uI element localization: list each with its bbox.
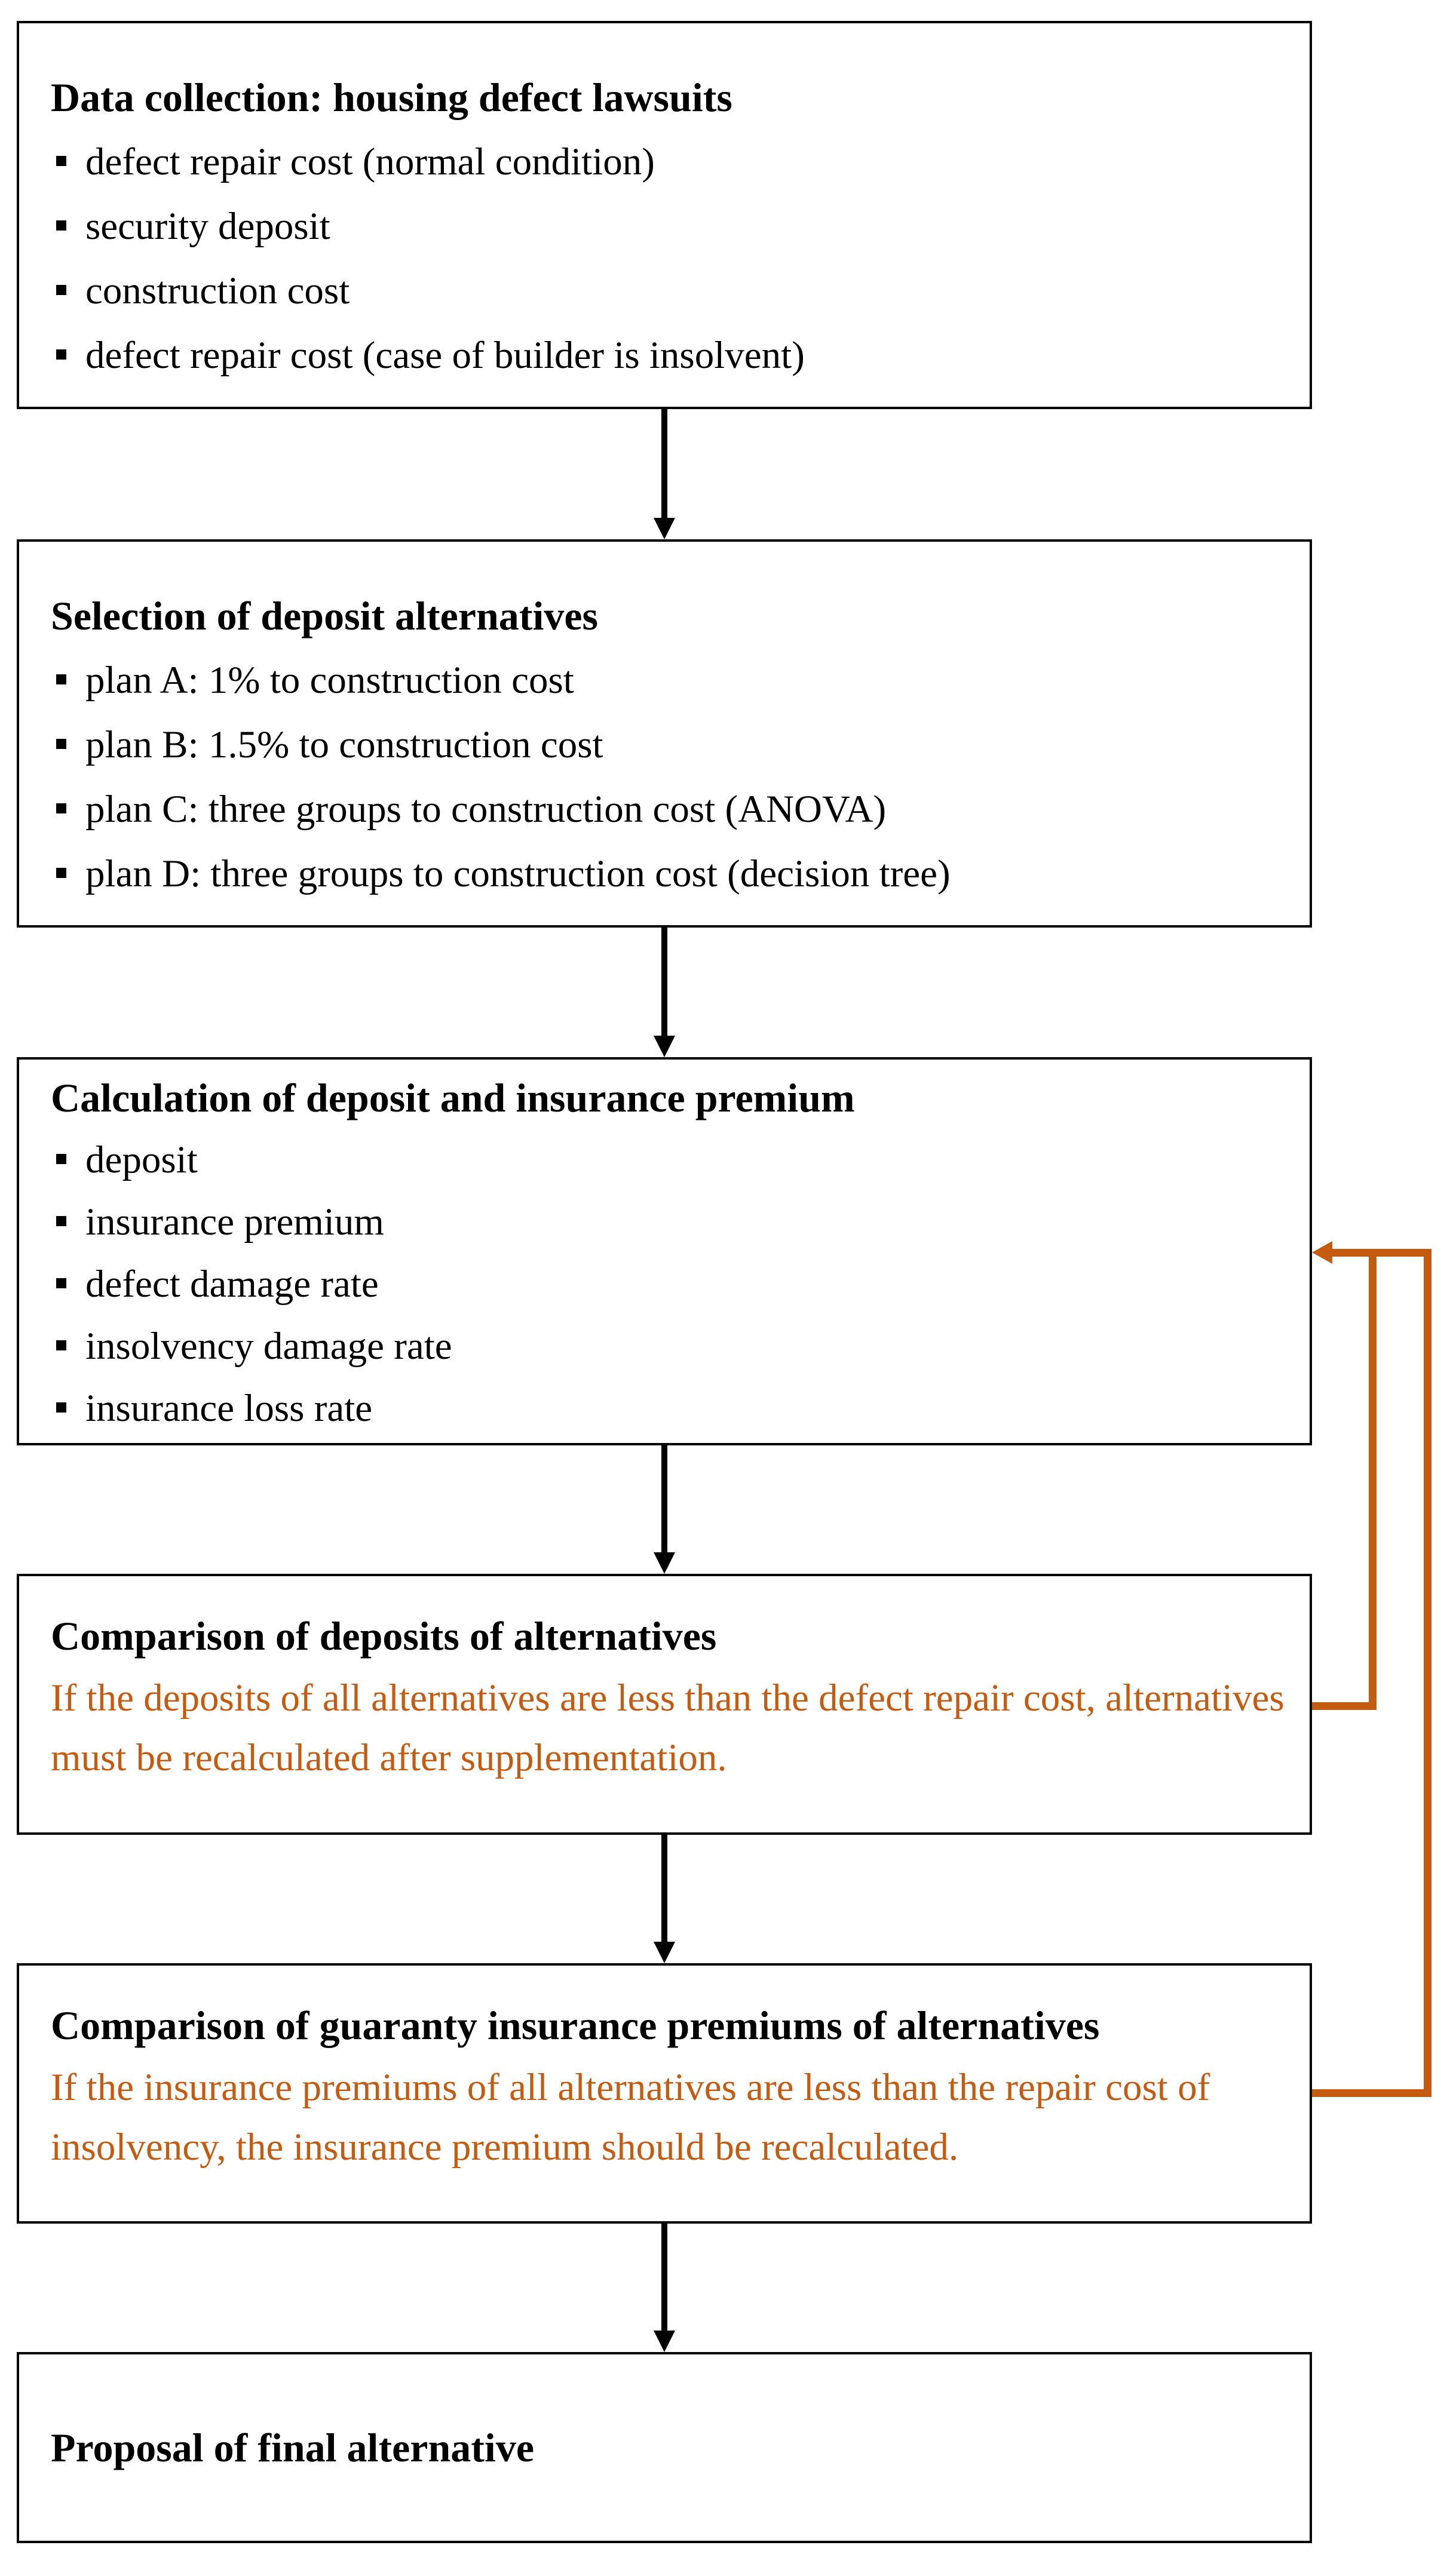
flow-arrowhead-down-icon (654, 1552, 675, 1574)
bullet-square-icon (56, 1216, 66, 1226)
bullet-label: plan D: three groups to construction cos… (85, 852, 951, 895)
feedback-line-from-deposits-stub (1312, 1702, 1377, 1710)
box-title: Selection of deposit alternatives (51, 593, 598, 638)
bullet-label: defect repair cost (case of builder is i… (85, 334, 805, 377)
bullet-label: plan B: 1.5% to construction cost (85, 723, 603, 766)
bullet-item: insurance loss rate (19, 1377, 1310, 1439)
bullet-item: plan C: three groups to construction cos… (19, 777, 1310, 842)
bullet-square-icon (56, 285, 66, 295)
flow-arrow-shaft-4 (661, 1835, 667, 1942)
box-title: Proposal of final alternative (51, 2425, 534, 2470)
box-calculation: Calculation of deposit and insurance pre… (17, 1057, 1312, 1445)
flow-arrowhead-down-icon (654, 1942, 675, 1963)
bullet-square-icon (56, 1154, 66, 1164)
bullet-label: security deposit (85, 205, 330, 248)
bullet-label: deposit (85, 1138, 198, 1181)
bullet-square-icon (56, 674, 66, 684)
bullet-label: insolvency damage rate (85, 1325, 452, 1368)
flow-arrow-shaft-1 (661, 409, 667, 518)
bullet-square-icon (56, 156, 66, 166)
bullet-label: defect repair cost (normal condition) (85, 140, 655, 183)
feedback-arrow-shared-shaft (1332, 1249, 1431, 1257)
bullet-item: insolvency damage rate (19, 1315, 1310, 1377)
bullet-label: defect damage rate (85, 1263, 379, 1306)
flow-arrowhead-down-icon (654, 2331, 675, 2352)
bullet-item: plan B: 1.5% to construction cost (19, 713, 1310, 777)
box-comparison-deposits: Comparison of deposits of alternatives I… (17, 1574, 1312, 1835)
recalculation-note: If the deposits of all alternatives are … (51, 1677, 1285, 1779)
box-title: Calculation of deposit and insurance pre… (51, 1075, 855, 1120)
bullet-item: security deposit (19, 194, 1310, 259)
feedback-line-from-premiums-vertical (1424, 1249, 1431, 2097)
bullet-label: insurance loss rate (85, 1387, 373, 1430)
bullet-label: plan A: 1% to construction cost (85, 659, 574, 702)
feedback-line-from-premiums-stub (1312, 2089, 1431, 2097)
bullet-square-icon (56, 349, 66, 360)
feedback-line-from-deposits-vertical (1369, 1249, 1377, 1710)
flow-arrowhead-down-icon (654, 1036, 675, 1057)
box-proposal-final: Proposal of final alternative (17, 2352, 1312, 2543)
box-comparison-premiums: Comparison of guaranty insurance premium… (17, 1963, 1312, 2224)
bullet-square-icon (56, 1402, 66, 1413)
bullet-square-icon (56, 739, 66, 749)
flow-arrow-shaft-5 (661, 2224, 667, 2331)
bullet-square-icon (56, 1278, 66, 1288)
bullet-item: construction cost (19, 259, 1310, 323)
bullet-item: defect damage rate (19, 1253, 1310, 1315)
box-data-collection: Data collection: housing defect lawsuits… (17, 21, 1312, 409)
bullet-label: construction cost (85, 269, 350, 312)
bullet-item: plan D: three groups to construction cos… (19, 842, 1310, 906)
bullet-square-icon (56, 803, 66, 813)
bullet-square-icon (56, 220, 66, 231)
box-title: Comparison of guaranty insurance premium… (51, 2003, 1100, 2048)
box-title: Data collection: housing defect lawsuits (51, 75, 732, 120)
bullet-square-icon (56, 868, 66, 878)
flow-arrow-shaft-3 (661, 1445, 667, 1553)
bullet-label: insurance premium (85, 1201, 384, 1244)
bullet-item: plan A: 1% to construction cost (19, 648, 1310, 713)
flow-arrow-shaft-2 (661, 928, 667, 1036)
bullet-square-icon (56, 1340, 66, 1350)
recalculation-note: If the insurance premiums of all alterna… (51, 2066, 1210, 2169)
flow-arrowhead-down-icon (654, 518, 675, 539)
bullet-item: deposit (19, 1129, 1310, 1191)
bullet-item: insurance premium (19, 1191, 1310, 1253)
feedback-arrowhead-left-icon (1312, 1241, 1332, 1264)
bullet-item: defect repair cost (case of builder is i… (19, 323, 1310, 388)
bullet-label: plan C: three groups to construction cos… (85, 788, 887, 831)
box-title: Comparison of deposits of alternatives (51, 1613, 717, 1659)
bullet-item: defect repair cost (normal condition) (19, 130, 1310, 194)
box-selection-alternatives: Selection of deposit alternatives plan A… (17, 539, 1312, 928)
